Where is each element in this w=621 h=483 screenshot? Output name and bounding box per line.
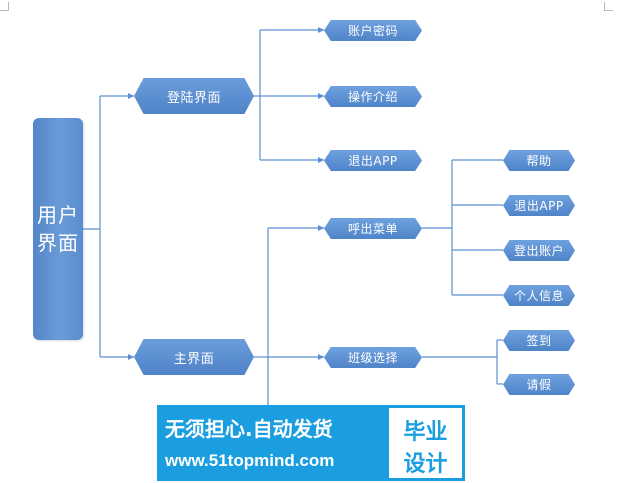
watermark-badge-line1: 毕业 (403, 420, 448, 445)
node-class-select-label: 班级选择 (347, 351, 398, 365)
watermark-banner: 无须担心.自动发货 www.51topmind.com 毕业 设计 (157, 405, 465, 481)
arrowhead-class-select (318, 354, 324, 360)
watermark-left-panel: 无须担心.自动发货 www.51topmind.com (157, 405, 386, 481)
watermark-badge-line2: 设计 (403, 452, 448, 477)
node-personal-info-label: 个人信息 (513, 289, 564, 303)
node-leave-request-label: 请假 (526, 378, 552, 392)
node-help-label: 帮助 (526, 154, 552, 168)
node-login-screen-label: 登陆界面 (166, 90, 221, 106)
node-leave-request: 请假 (503, 374, 575, 395)
node-personal-info: 个人信息 (503, 285, 575, 306)
watermark-slogan: 无须担心.自动发货 (165, 417, 333, 441)
arrowhead-login (128, 93, 134, 99)
node-main-screen-label: 主界面 (173, 351, 215, 367)
page-corner-top-left (0, 2, 9, 11)
root-node-user-interface: 用户界面 (33, 118, 83, 340)
node-exit-app-2-label: 退出APP (514, 199, 564, 213)
node-exit-app-1: 退出APP (324, 150, 422, 171)
node-account-password-label: 账户密码 (347, 24, 398, 38)
node-call-menu-label: 呼出菜单 (347, 222, 398, 236)
node-operation-intro: 操作介绍 (324, 86, 422, 107)
watermark-badge: 毕业 设计 (386, 405, 465, 481)
node-sign-in: 签到 (503, 330, 575, 351)
node-help: 帮助 (503, 150, 575, 171)
node-sign-in-label: 签到 (526, 334, 552, 348)
node-login-screen: 登陆界面 (134, 78, 254, 114)
node-logout-account: 登出账户 (503, 240, 575, 261)
arrowhead-menu (318, 225, 324, 231)
arrowhead-main (128, 354, 134, 360)
arrowhead-intro (318, 93, 324, 99)
node-call-menu: 呼出菜单 (324, 218, 422, 239)
node-logout-account-label: 登出账户 (513, 244, 564, 258)
node-account-password: 账户密码 (324, 20, 422, 41)
node-class-select: 班级选择 (324, 347, 422, 368)
node-exit-app-2: 退出APP (503, 195, 575, 216)
node-operation-intro-label: 操作介绍 (347, 90, 398, 104)
arrowhead-exit-app-1 (318, 157, 324, 163)
page-corner-top-right (604, 2, 613, 11)
watermark-url: www.51topmind.com (165, 451, 335, 470)
node-exit-app-1-label: 退出APP (348, 154, 398, 168)
arrowhead-account (318, 27, 324, 33)
root-node-label: 用户界面 (37, 203, 79, 255)
node-main-screen: 主界面 (134, 339, 254, 375)
